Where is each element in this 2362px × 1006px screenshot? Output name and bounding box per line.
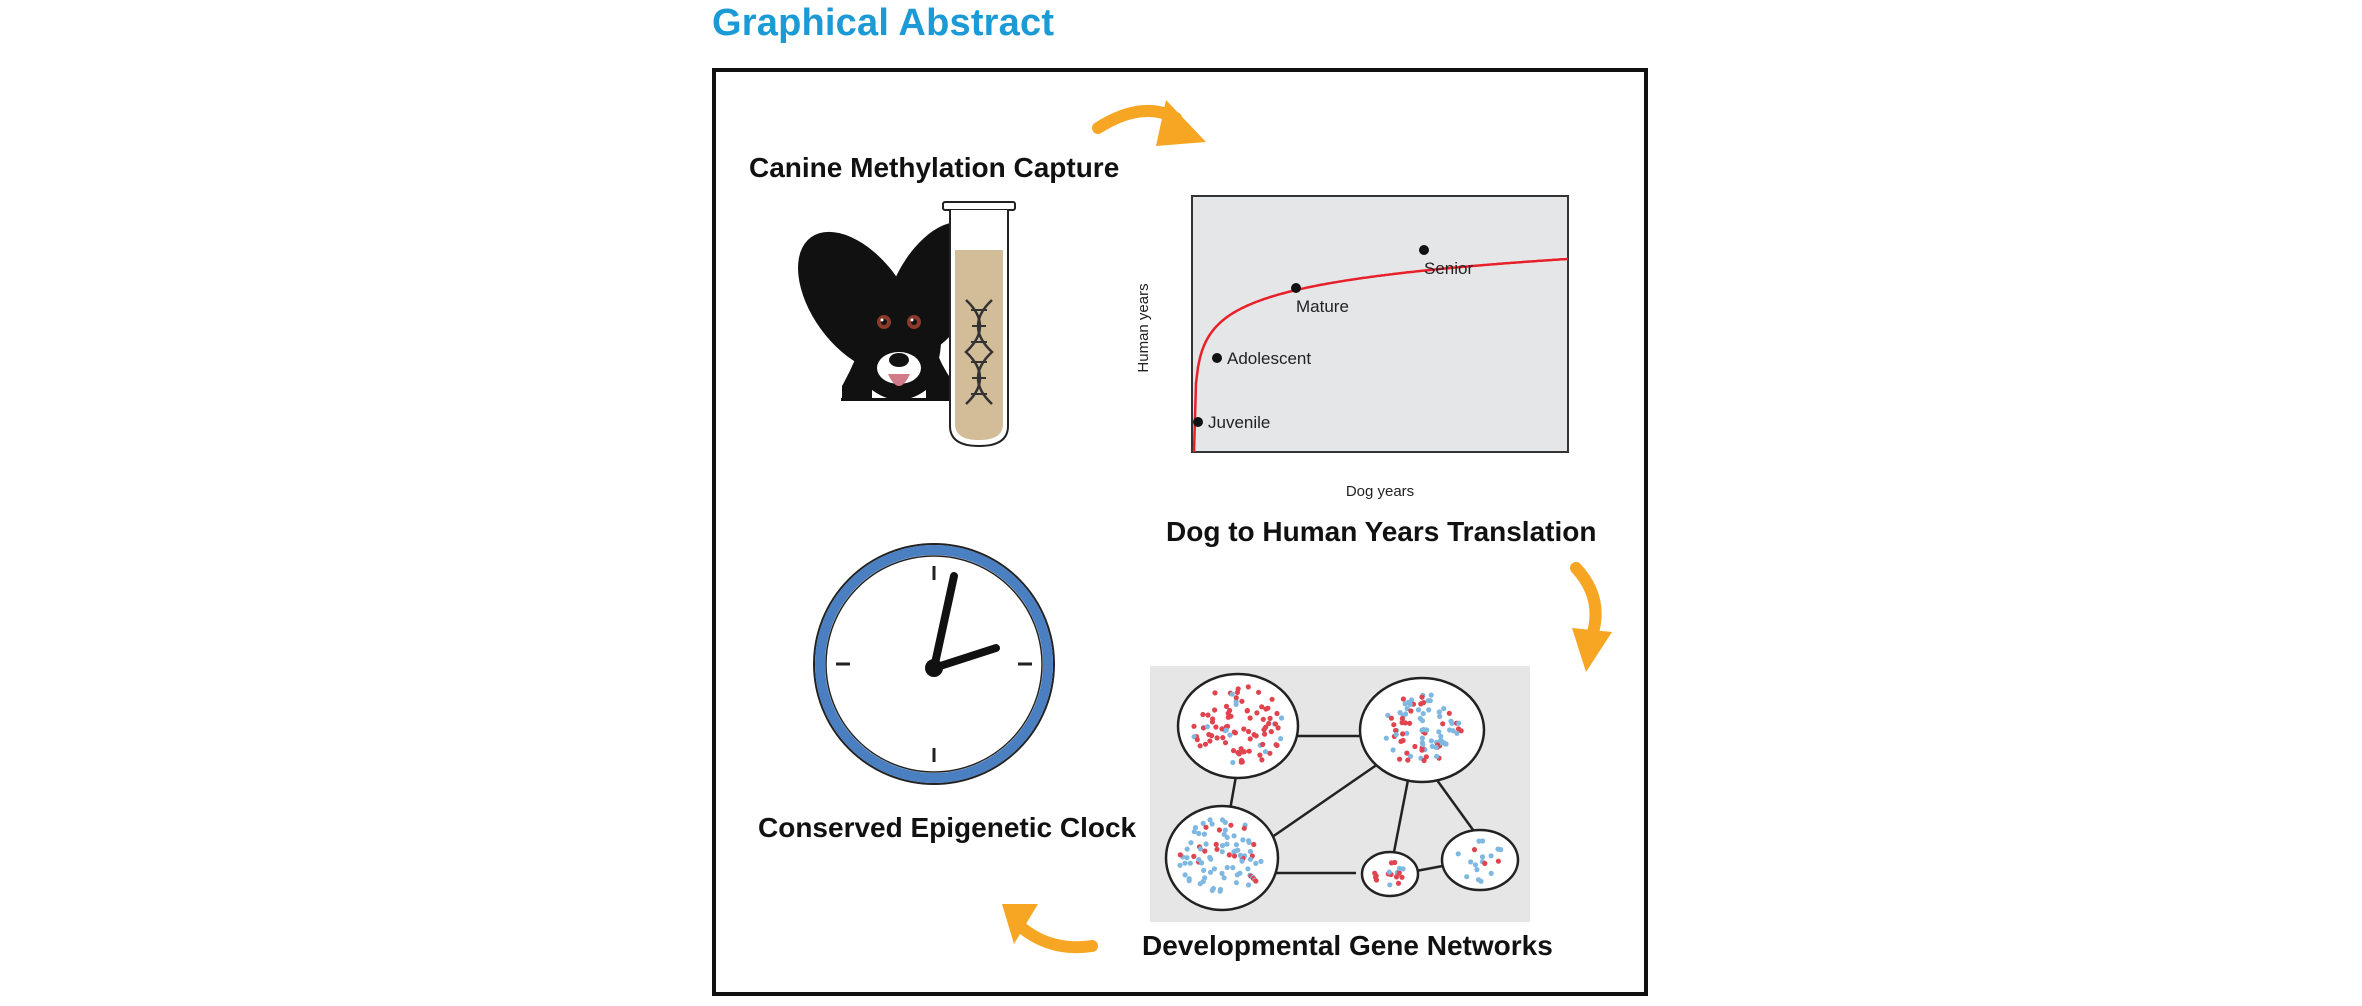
test-tube-dna-icon (942, 201, 1016, 448)
stage-label-mature: Mature (1296, 297, 1349, 316)
y-axis-label: Human years (1135, 283, 1152, 372)
stage-point-senior (1419, 245, 1429, 255)
networks-label: Developmental Gene Networks (1142, 930, 1553, 961)
stage-markers: Juvenile Adolescent Mature Senior (1193, 245, 1473, 432)
clock-icon (813, 543, 1055, 785)
abstract-frame (712, 68, 1648, 996)
stage-label-senior: Senior (1424, 259, 1473, 278)
stage-point-adolescent (1212, 353, 1222, 363)
stage-label-adolescent: Adolescent (1227, 349, 1311, 368)
translation-label: Dog to Human Years Translation (1166, 516, 1597, 547)
clock-label: Conserved Epigenetic Clock (758, 812, 1137, 843)
stage-point-mature (1291, 283, 1301, 293)
gene-network-icon (1150, 666, 1530, 922)
stage-point-juvenile (1193, 417, 1203, 427)
network-cluster-5 (1440, 828, 1520, 892)
stage-label-juvenile: Juvenile (1208, 413, 1270, 432)
arrow-2 (1570, 562, 1602, 642)
arrow-heads (1002, 100, 1612, 944)
minute-hand (930, 572, 958, 672)
translation-chart: Juvenile Adolescent Mature Senior Human yea… (1135, 195, 1569, 500)
arrow-3 (1016, 922, 1098, 954)
hour-hand (930, 644, 1000, 672)
plot-area (1191, 195, 1569, 453)
capture-label: Canine Methylation Capture (749, 152, 1120, 183)
aging-curve (1192, 257, 1568, 452)
x-axis-label: Dog years (1346, 483, 1414, 500)
page-title: Graphical Abstract (712, 2, 1055, 44)
